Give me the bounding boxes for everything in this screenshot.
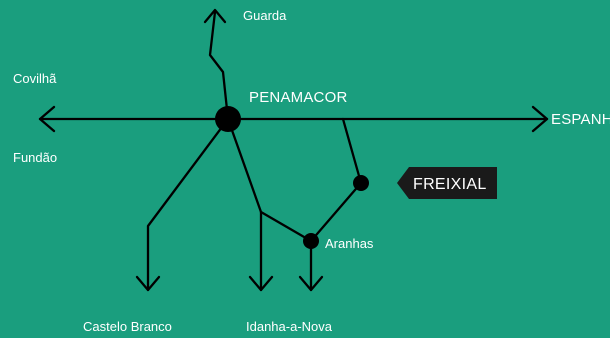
arrow-castelo-branco-icon: [135, 275, 161, 292]
guarda-label: Guarda: [243, 8, 287, 23]
road-to-idanha: [226, 117, 263, 292]
arrow-aranhas-south-icon: [298, 275, 324, 292]
road-to-castelo-branco: [146, 117, 230, 292]
aranhas-label: Aranhas: [325, 236, 374, 251]
arrow-idanha-icon: [248, 275, 274, 292]
penamacor-node: [215, 106, 241, 132]
espanha-label: ESPANHA: [551, 111, 610, 128]
road-aranhas-freixial: [309, 117, 363, 243]
arrow-west-icon: [38, 105, 56, 133]
road-to-guarda: [208, 10, 230, 121]
idanha-label: Idanha-a-Nova: [246, 319, 333, 334]
penamacor-label: PENAMACOR: [249, 89, 347, 106]
fundao-label: Fundão: [13, 150, 57, 165]
castelo-branco-label: Castelo Branco: [83, 319, 172, 334]
freixial-tag-label: FREIXIAL: [413, 176, 487, 193]
freixial-tag: [397, 167, 497, 199]
freixial-node: [353, 175, 369, 191]
arrow-north-icon: [203, 8, 227, 24]
arrow-east-icon: [531, 105, 549, 133]
covilha-label: Covilhã: [13, 71, 57, 86]
road-to-aranhas: [259, 210, 313, 292]
aranhas-node: [303, 233, 319, 249]
